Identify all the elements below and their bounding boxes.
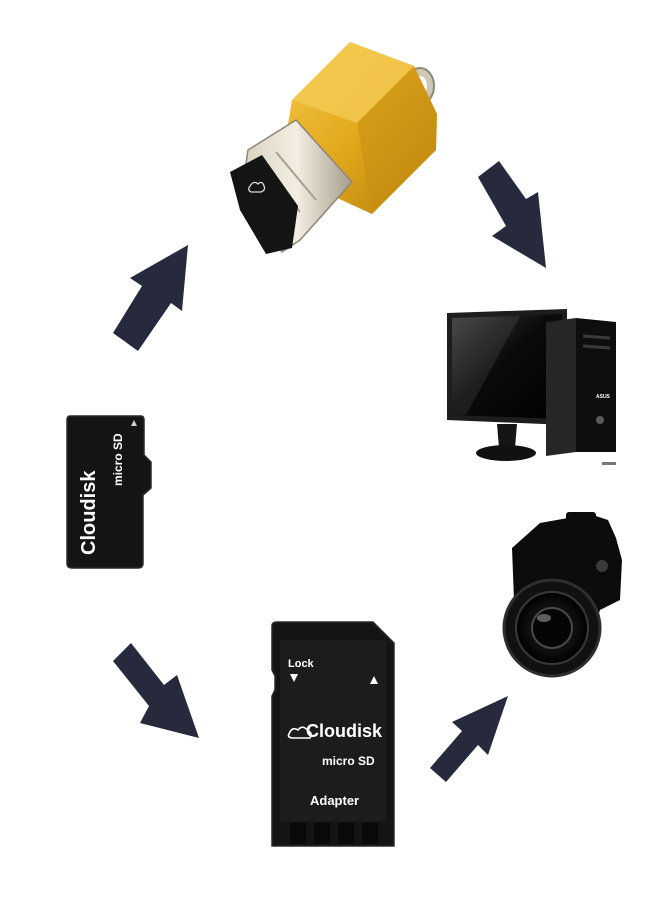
arrow-to-computer xyxy=(478,161,546,268)
cloud-logo-icon xyxy=(287,726,312,739)
microsd-type-mark: micro SD xyxy=(111,433,125,486)
lock-arrow-icon xyxy=(290,674,298,682)
arrow-to-camera xyxy=(430,696,508,782)
lock-label: Lock xyxy=(288,658,315,670)
sd-adapter: Lock Cloudisk micro SD Adapter xyxy=(271,621,395,847)
arrow-to-adapter xyxy=(113,643,199,738)
arrow-icon xyxy=(113,245,188,351)
microsd-card: Cloudisk micro SD xyxy=(66,415,152,569)
usb-card-reader-icon xyxy=(230,42,437,254)
arrow-icon xyxy=(113,643,199,738)
camera-icon xyxy=(502,512,622,678)
usb-card-reader xyxy=(230,42,437,254)
desktop-computer-icon: ASUS xyxy=(447,309,616,465)
arrow-to-reader xyxy=(113,245,188,351)
arrow-icon xyxy=(430,696,508,782)
microsd-brand: Cloudisk xyxy=(78,470,100,555)
desktop-computer: ASUS xyxy=(447,309,616,465)
arrow-icon xyxy=(478,161,546,268)
adapter-label: Adapter xyxy=(310,793,359,808)
adapter-type-mark: micro SD xyxy=(322,754,375,768)
case-badge: ASUS xyxy=(596,394,611,400)
adapter-brand: Cloudisk xyxy=(306,721,383,741)
sd-adapter-icon: Lock Cloudisk micro SD Adapter xyxy=(271,621,395,847)
insert-arrow-icon xyxy=(370,676,378,684)
microsd-card-icon: Cloudisk micro SD xyxy=(66,415,152,569)
dslr-camera xyxy=(502,512,622,678)
